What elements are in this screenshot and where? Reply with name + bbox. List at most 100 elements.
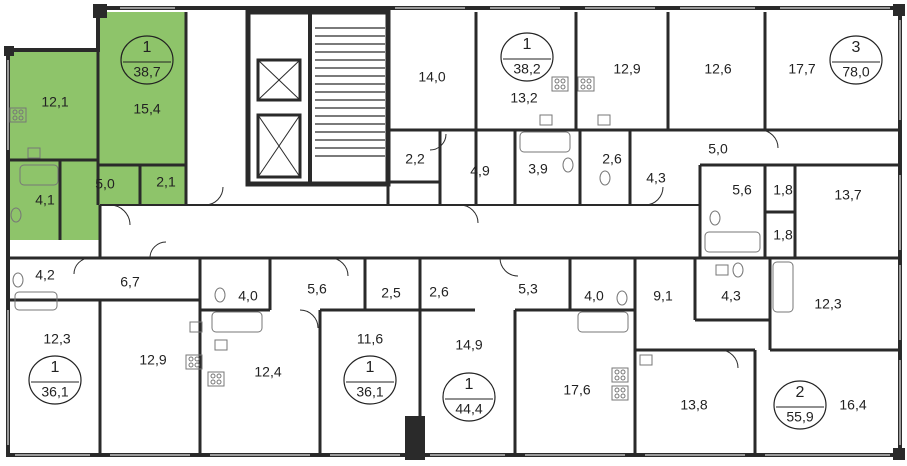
room-area: 17,7 xyxy=(788,61,815,77)
bathtub-icon xyxy=(211,311,263,333)
apartment-badge-55-9[interactable]: 2 55,9 xyxy=(773,380,827,430)
sink-icon xyxy=(715,264,729,276)
apartment-badge-38-7[interactable]: 1 38,7 xyxy=(120,35,174,85)
kitchen-stoves xyxy=(9,76,629,401)
toilet-icon xyxy=(599,170,611,186)
stove-icon xyxy=(207,371,225,387)
badge-oval xyxy=(442,372,496,422)
windows xyxy=(7,7,901,456)
apartment-rooms: 1 xyxy=(366,359,375,376)
apartment-area: 38,2 xyxy=(513,61,540,77)
room-area: 4,0 xyxy=(584,288,604,304)
room-area: 5,3 xyxy=(518,281,538,297)
room-area: 4,0 xyxy=(238,288,258,304)
room-area: 4,1 xyxy=(35,192,55,208)
room-area: 2,2 xyxy=(405,151,425,167)
apartment-area: 36,1 xyxy=(41,384,68,400)
sink-icon xyxy=(214,339,228,351)
room-area: 5,0 xyxy=(95,176,115,192)
apartment-area: 44,4 xyxy=(455,401,482,417)
bathtub-icon xyxy=(577,311,629,333)
sink-icon xyxy=(597,114,611,126)
stove-icon xyxy=(611,367,629,383)
badge-oval xyxy=(120,35,174,85)
room-area: 12,3 xyxy=(43,331,70,347)
apartment-rooms: 1 xyxy=(143,39,152,56)
door-swings xyxy=(73,129,779,369)
room-area: 6,7 xyxy=(120,274,140,290)
room-area: 11,6 xyxy=(357,331,383,347)
toilet-icon xyxy=(709,210,721,226)
apartment-badge-36-1-middle[interactable]: 1 36,1 xyxy=(343,355,397,405)
apartment-badge-36-1-left[interactable]: 1 36,1 xyxy=(28,355,82,405)
apartment-badge-44-4[interactable]: 1 44,4 xyxy=(442,372,496,422)
partitions xyxy=(8,12,900,455)
bathtub-icon xyxy=(19,164,59,186)
room-area: 9,1 xyxy=(653,288,673,304)
apartment-rooms: 2 xyxy=(796,384,805,401)
toilet-icon xyxy=(214,287,226,303)
apartment-badge-38-2[interactable]: 1 38,2 xyxy=(500,32,554,82)
room-area: 2,6 xyxy=(429,284,449,300)
badge-oval xyxy=(773,380,827,430)
bathtub-icon xyxy=(704,231,761,253)
room-area: 17,6 xyxy=(563,382,590,398)
room-area: 4,2 xyxy=(35,267,55,283)
apartment-badge-78-0[interactable]: 3 78,0 xyxy=(829,35,883,85)
apartment-area: 55,9 xyxy=(786,409,813,425)
toilet-icon xyxy=(12,272,24,288)
apartment-rooms: 1 xyxy=(51,359,60,376)
sink-icon xyxy=(189,321,203,333)
room-area: 15,4 xyxy=(133,101,160,117)
stove-icon xyxy=(611,385,629,401)
room-area: 12,1 xyxy=(41,94,68,110)
room-area: 12,6 xyxy=(704,61,731,77)
room-area: 14,9 xyxy=(455,337,482,353)
room-area: 1,8 xyxy=(773,227,793,243)
room-area: 3,9 xyxy=(528,161,548,177)
apartment-rooms: 1 xyxy=(465,376,474,393)
room-area: 16,4 xyxy=(839,397,866,413)
room-area: 4,9 xyxy=(470,163,490,179)
room-area: 13,7 xyxy=(834,187,861,203)
sink-icon xyxy=(27,147,41,159)
apartment-area: 78,0 xyxy=(842,64,869,80)
bathtub-icon xyxy=(519,131,571,153)
room-area: 13,2 xyxy=(510,90,537,106)
apartment-area: 36,1 xyxy=(356,384,383,400)
sink-icon xyxy=(539,114,553,126)
room-area: 1,8 xyxy=(773,182,793,198)
toilet-icon xyxy=(562,157,574,173)
stair-treads xyxy=(315,27,385,157)
sink-icon xyxy=(639,354,653,366)
room-area: 4,3 xyxy=(646,170,666,186)
bathtub-icon xyxy=(14,291,58,311)
room-labels: 12,1 15,4 5,0 2,1 4,1 14,0 13,2 12,9 12,… xyxy=(35,61,867,413)
bathtub-icon xyxy=(772,261,794,313)
badge-oval xyxy=(829,35,883,85)
badge-oval xyxy=(343,355,397,405)
apartment-area: 38,7 xyxy=(133,64,160,80)
badge-oval xyxy=(28,355,82,405)
badge-oval xyxy=(500,32,554,82)
bathroom-fixtures xyxy=(10,114,794,366)
stove-icon xyxy=(551,76,569,92)
room-area: 2,6 xyxy=(602,151,622,167)
room-area: 12,9 xyxy=(139,352,166,368)
toilet-icon xyxy=(616,290,628,306)
room-area: 12,3 xyxy=(814,296,841,312)
room-area: 4,3 xyxy=(721,288,741,304)
room-area: 2,1 xyxy=(156,174,176,190)
stove-icon xyxy=(577,76,595,92)
apartment-rooms: 3 xyxy=(852,39,861,56)
room-area: 2,5 xyxy=(381,285,401,301)
toilet-icon xyxy=(10,207,22,223)
stove-icon xyxy=(185,354,203,370)
room-area: 13,8 xyxy=(680,397,707,413)
toilet-icon xyxy=(732,262,744,278)
room-area: 5,6 xyxy=(307,281,327,297)
room-area: 5,6 xyxy=(732,182,752,198)
room-area: 12,4 xyxy=(254,364,281,380)
room-area: 12,9 xyxy=(613,61,640,77)
